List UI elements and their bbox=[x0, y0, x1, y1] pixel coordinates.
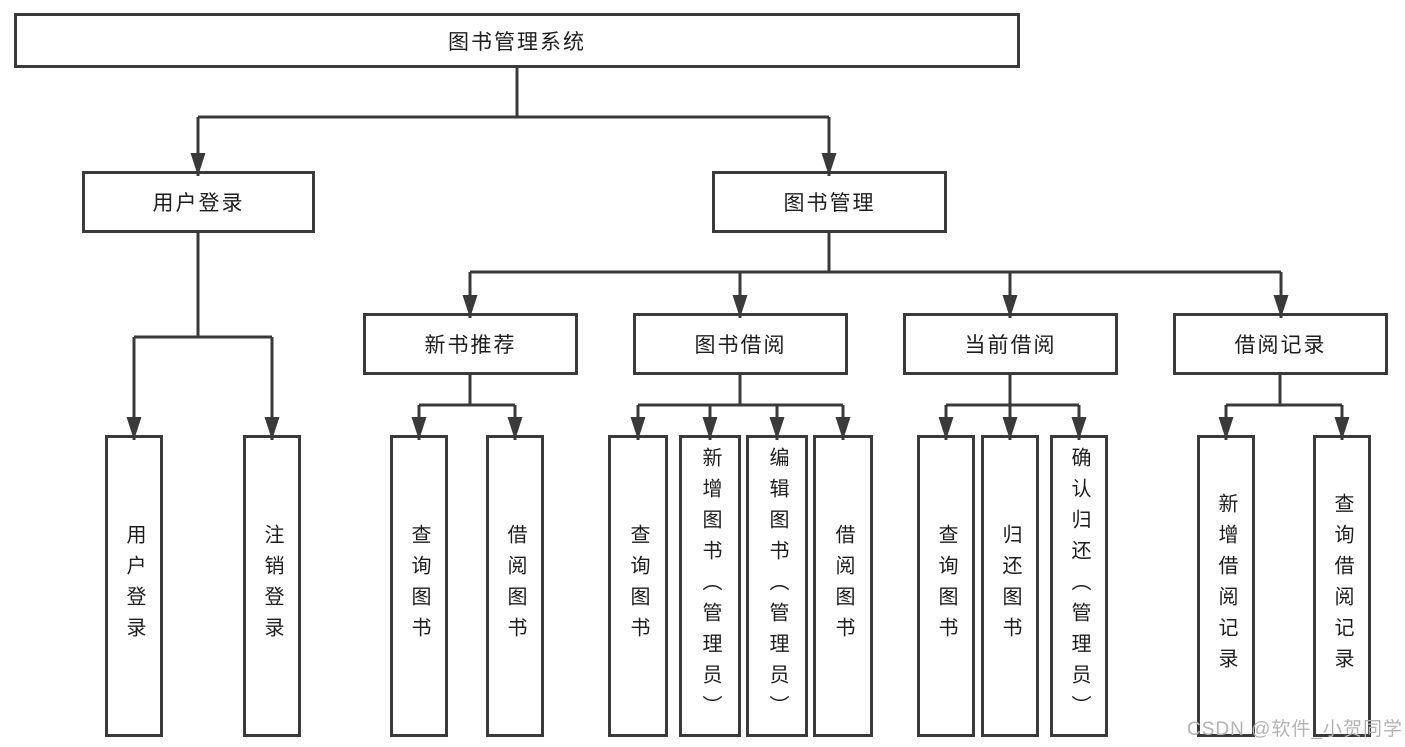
connector-new-book-children bbox=[417, 375, 517, 440]
node-label: 新书推荐 bbox=[424, 334, 517, 357]
node-label: 借阅记录 bbox=[1234, 334, 1327, 357]
connector-user-login-children bbox=[132, 233, 274, 440]
node-book-management: 图书管理 bbox=[712, 171, 947, 233]
node-new-book-recommendation: 新书推荐 bbox=[363, 313, 578, 375]
leaf-label: 编辑图书（管理员） bbox=[766, 446, 788, 726]
node-borrowing-records: 借阅记录 bbox=[1173, 313, 1388, 375]
leaf-borrow-books-borrowing: 借阅图书 bbox=[813, 435, 873, 737]
leaf-return-books: 归还图书 bbox=[981, 435, 1039, 737]
leaf-borrow-books-recommend: 借阅图书 bbox=[486, 435, 544, 737]
leaf-label: 查询图书 bbox=[935, 524, 957, 648]
leaf-label: 用户登录 bbox=[123, 524, 145, 648]
connector-borrowing-records-children bbox=[1224, 375, 1344, 440]
node-label: 图书管理系统 bbox=[448, 30, 586, 54]
leaf-query-books-recommend: 查询图书 bbox=[390, 435, 448, 737]
leaf-label: 借阅图书 bbox=[504, 524, 526, 648]
connector-root-to-level2 bbox=[196, 68, 831, 176]
node-label: 图书借阅 bbox=[694, 334, 787, 357]
node-book-borrowing: 图书借阅 bbox=[633, 313, 848, 375]
connector-book-management-children bbox=[468, 233, 1283, 318]
leaf-add-book-admin: 新增图书（管理员） bbox=[679, 435, 741, 737]
leaf-label: 确认归还（管理员） bbox=[1068, 446, 1090, 726]
leaf-label: 注销登录 bbox=[261, 524, 283, 648]
leaf-label: 借阅图书 bbox=[832, 524, 854, 648]
connector-book-borrowing-children bbox=[636, 375, 845, 440]
node-root-library-system: 图书管理系统 bbox=[14, 13, 1020, 68]
watermark-text: CSDN @软件_小贺同学 bbox=[1187, 719, 1403, 740]
leaf-label: 查询图书 bbox=[627, 524, 649, 648]
leaf-query-borrow-record: 查询借阅记录 bbox=[1313, 435, 1371, 737]
node-current-borrowing: 当前借阅 bbox=[903, 313, 1118, 375]
leaf-label: 新增借阅记录 bbox=[1215, 493, 1237, 679]
node-label: 当前借阅 bbox=[964, 334, 1057, 357]
node-label: 用户登录 bbox=[152, 192, 245, 215]
leaf-label: 归还图书 bbox=[999, 524, 1021, 648]
leaf-confirm-return-admin: 确认归还（管理员） bbox=[1050, 435, 1108, 737]
connector-paths bbox=[132, 68, 1344, 440]
leaf-query-books-current: 查询图书 bbox=[917, 435, 975, 737]
leaf-logout: 注销登录 bbox=[243, 435, 301, 737]
leaf-user-login: 用户登录 bbox=[105, 435, 163, 737]
leaf-query-books-borrowing: 查询图书 bbox=[608, 435, 668, 737]
leaf-label: 查询借阅记录 bbox=[1331, 493, 1353, 679]
node-user-login: 用户登录 bbox=[82, 171, 315, 233]
leaf-add-borrow-record: 新增借阅记录 bbox=[1197, 435, 1255, 737]
node-label: 图书管理 bbox=[783, 192, 876, 215]
leaf-label: 新增图书（管理员） bbox=[699, 446, 721, 726]
leaf-label: 查询图书 bbox=[408, 524, 430, 648]
connector-current-borrowing-children bbox=[944, 375, 1081, 440]
leaf-edit-book-admin: 编辑图书（管理员） bbox=[746, 435, 808, 737]
